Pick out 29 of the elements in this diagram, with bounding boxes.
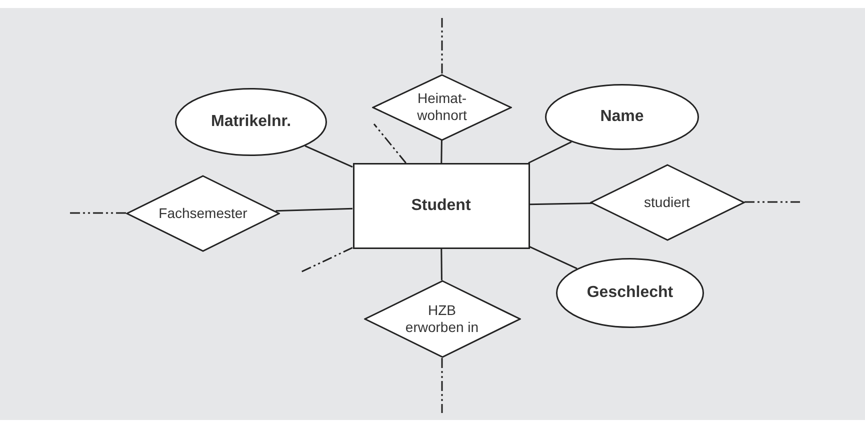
dash-dot-line [441, 18, 443, 74]
connector-line [440, 249, 442, 280]
attribute-name: Matrikelnr. [210, 112, 292, 132]
relationship-name: studiert [644, 194, 690, 210]
entity-name: Student [411, 196, 471, 216]
dash-dot-line [68, 212, 126, 214]
connector-line [529, 202, 592, 206]
attribute-ellipse [556, 258, 704, 328]
dash-dot-line [300, 247, 353, 273]
relationship-diamond [126, 174, 280, 252]
connector-line [276, 208, 353, 212]
relationship-name: HZB erworben in [404, 302, 480, 336]
relationship-diamond [590, 164, 744, 240]
dash-dot-line [373, 124, 406, 164]
connector-line [528, 141, 572, 164]
attribute-name: Geschlecht [586, 283, 674, 303]
entity-box [352, 163, 530, 249]
relationship-name: Heimat- wohnort [416, 90, 468, 124]
attribute-ellipse [545, 84, 699, 150]
connector-line [529, 246, 578, 270]
dash-dot-line [744, 201, 800, 203]
relationship-diamond [364, 280, 520, 358]
attribute-ellipse [175, 88, 327, 156]
relationship-diamond [372, 74, 512, 140]
connector-line [440, 140, 442, 164]
dash-dot-line [441, 358, 443, 413]
connector-line [304, 145, 353, 168]
relationship-name: Fachsemester [158, 204, 248, 222]
attribute-name: Name [600, 107, 644, 127]
